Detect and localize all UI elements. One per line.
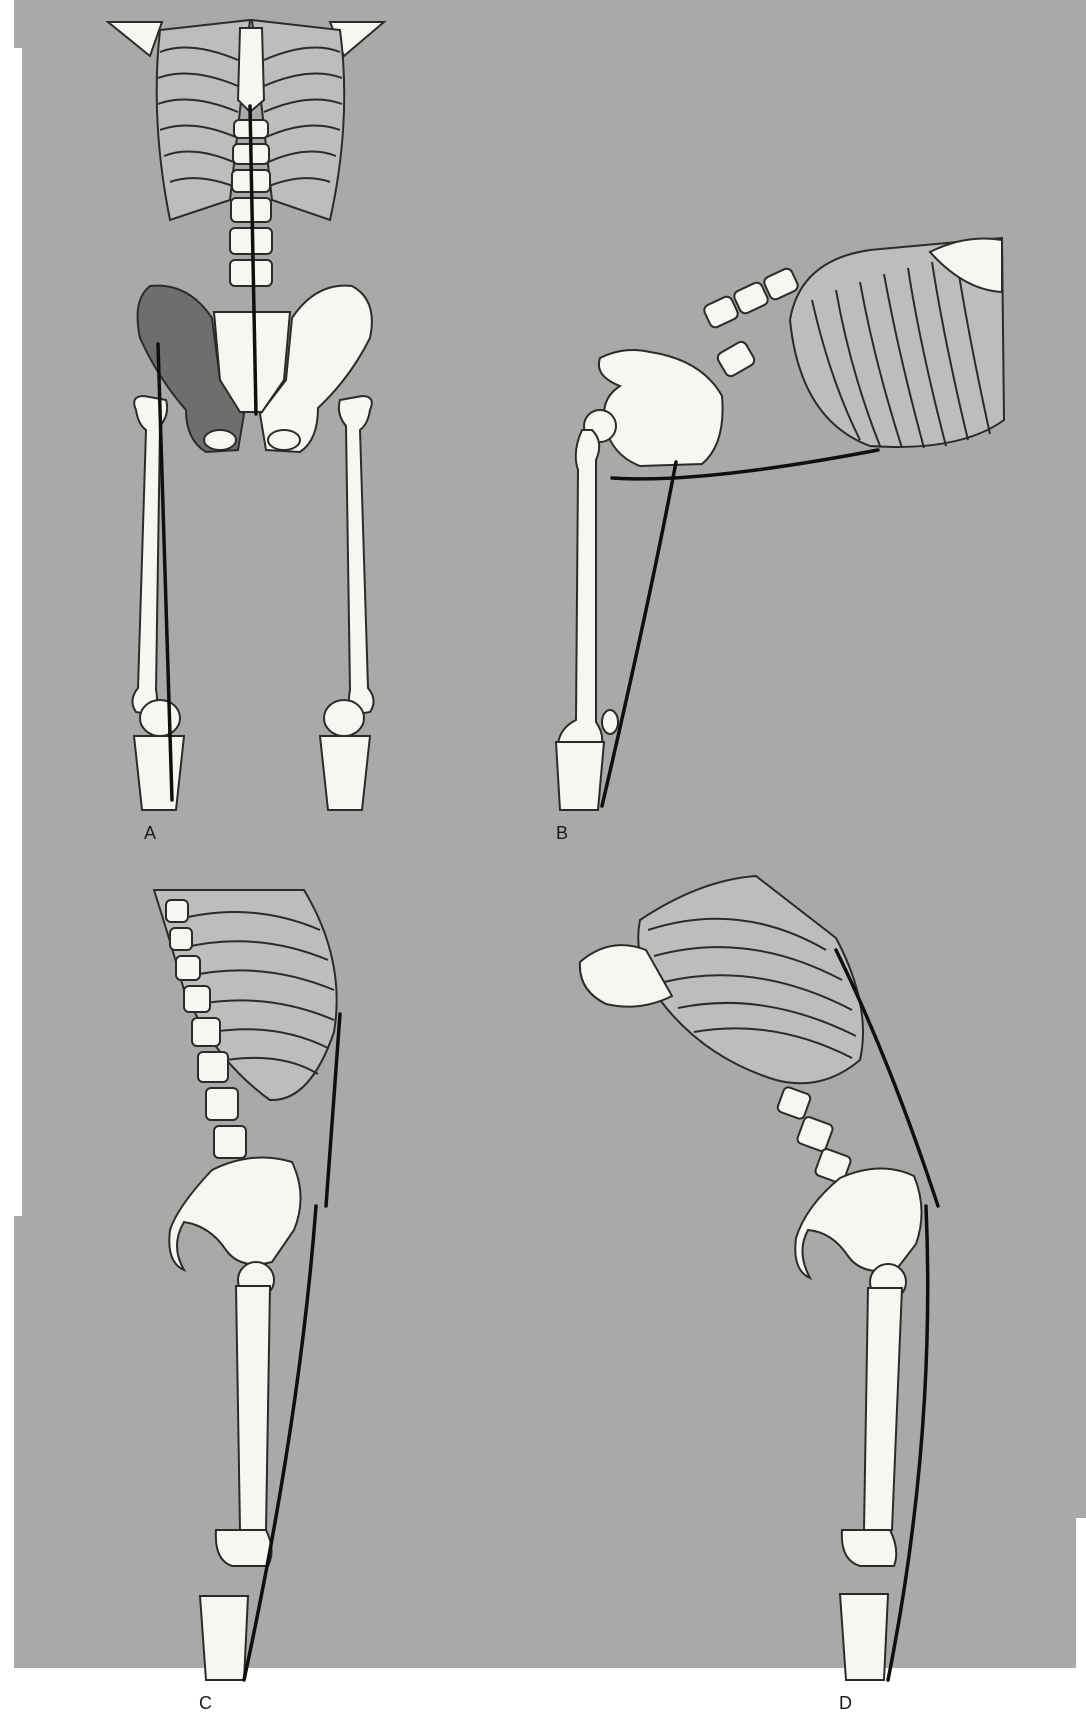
panel-label-a: A: [144, 824, 156, 842]
panel-label-d: D: [839, 1694, 852, 1712]
panel-label-c: C: [199, 1694, 212, 1712]
panel-label-b: B: [556, 824, 568, 842]
